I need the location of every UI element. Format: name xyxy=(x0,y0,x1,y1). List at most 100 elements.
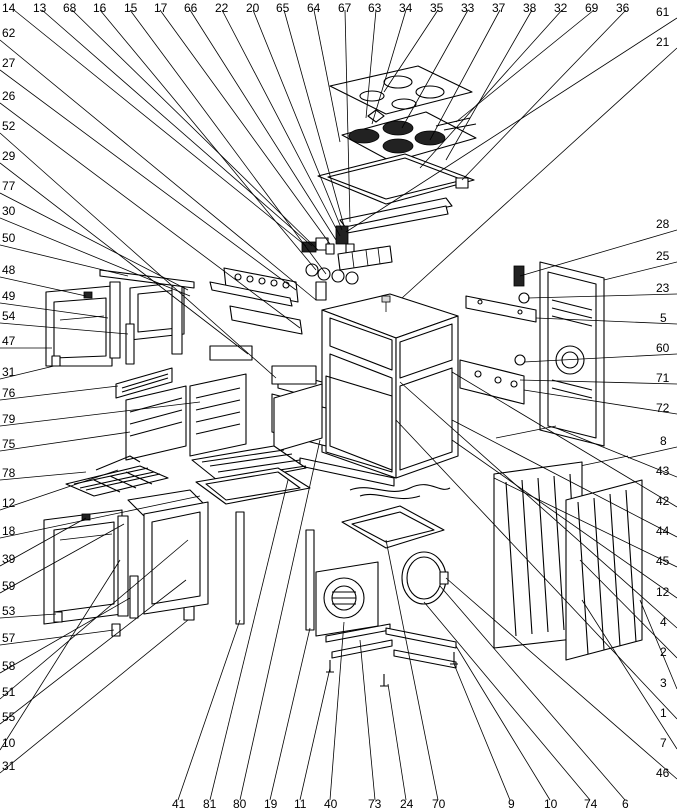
callout: 35 xyxy=(430,1,444,15)
fascia-trim xyxy=(209,281,303,335)
callout: 32 xyxy=(554,1,568,15)
side-strip-19 xyxy=(305,529,315,631)
callout: 7 xyxy=(660,736,667,750)
oven-base-plate xyxy=(341,505,445,549)
top-oven-door xyxy=(45,285,113,367)
hob-front-rail xyxy=(339,197,453,235)
callout: 57 xyxy=(2,631,16,645)
callout: 75 xyxy=(2,437,16,451)
callout: 79 xyxy=(2,412,16,426)
callout: 10 xyxy=(2,736,16,750)
callout: 6 xyxy=(622,797,629,811)
callout: 58 xyxy=(2,659,16,673)
callout: 80 xyxy=(233,797,247,811)
callout: 13 xyxy=(33,1,47,15)
shelf-rails xyxy=(115,367,187,461)
ignition-switch-parts xyxy=(301,225,355,255)
callout: 48 xyxy=(2,263,16,277)
callout: 12 xyxy=(2,496,16,510)
burner-plate xyxy=(341,109,477,163)
hob-frame xyxy=(317,153,475,205)
oven-shelf xyxy=(191,445,307,485)
callout: 72 xyxy=(656,401,670,415)
callout: 22 xyxy=(215,1,229,15)
callout: 30 xyxy=(2,204,16,218)
callout: 51 xyxy=(2,685,16,699)
baking-tray xyxy=(195,467,311,505)
callout: 64 xyxy=(307,1,321,15)
callout: 63 xyxy=(368,1,382,15)
callout: 15 xyxy=(124,1,138,15)
callout: 77 xyxy=(2,179,16,193)
liner-plate xyxy=(209,345,253,361)
callout: 25 xyxy=(656,249,670,263)
callout: 59 xyxy=(2,579,16,593)
callout: 2 xyxy=(660,645,667,659)
callout: 81 xyxy=(203,797,217,811)
rod-8 xyxy=(579,455,629,467)
callout: 33 xyxy=(461,1,475,15)
callout: 8 xyxy=(660,434,667,448)
callout: 43 xyxy=(656,464,670,478)
terminal-box xyxy=(459,354,526,405)
hob-glass-top xyxy=(329,65,473,115)
right-labels: 61 21 28 25 23 5 60 71 72 8 43 42 44 45 … xyxy=(656,5,670,780)
callout: 60 xyxy=(656,341,670,355)
callout: 69 xyxy=(585,1,599,15)
callout: 47 xyxy=(2,334,16,348)
callout: 41 xyxy=(172,797,186,811)
callout: 46 xyxy=(656,766,670,780)
callout: 18 xyxy=(2,524,16,538)
door-clip xyxy=(53,611,63,623)
callout: 44 xyxy=(656,524,670,538)
callout: 61 xyxy=(656,5,670,19)
feet xyxy=(326,652,458,687)
callout: 55 xyxy=(2,710,16,724)
rear-bracket xyxy=(465,295,537,323)
callout: 62 xyxy=(2,26,16,40)
callout: 52 xyxy=(2,119,16,133)
main-door-glass xyxy=(127,489,209,615)
callout: 67 xyxy=(338,1,352,15)
callout: 16 xyxy=(93,1,107,15)
callout: 38 xyxy=(523,1,537,15)
bottom-labels: 41 81 80 19 11 40 73 24 70 9 10 74 6 xyxy=(172,797,629,811)
callout: 3 xyxy=(660,676,667,690)
callout: 26 xyxy=(2,89,16,103)
leader-lines xyxy=(0,9,677,801)
callout: 76 xyxy=(2,386,16,400)
callout: 21 xyxy=(656,35,670,49)
control-panel-fascia xyxy=(223,267,327,303)
callout: 50 xyxy=(2,231,16,245)
callout: 53 xyxy=(2,604,16,618)
callout: 24 xyxy=(400,797,414,811)
callout: 23 xyxy=(656,281,670,295)
callout: 27 xyxy=(2,56,16,70)
callout: 65 xyxy=(276,1,290,15)
callout: 19 xyxy=(264,797,278,811)
callout: 29 xyxy=(2,149,16,163)
callout: 10 xyxy=(544,797,558,811)
switch-block xyxy=(337,245,393,271)
side-panel-inner xyxy=(565,479,643,661)
callout: 11 xyxy=(294,797,307,811)
callout: 5 xyxy=(660,311,667,325)
callout: 73 xyxy=(368,797,382,811)
callout: 40 xyxy=(324,797,338,811)
fan-housing xyxy=(315,561,379,637)
callout: 39 xyxy=(2,552,16,566)
oven-side-liner xyxy=(273,383,323,453)
callout: 71 xyxy=(656,371,670,385)
callout: 70 xyxy=(432,797,446,811)
grill-shelf xyxy=(65,455,169,497)
callout: 28 xyxy=(656,217,670,231)
callout: 31 xyxy=(2,365,16,379)
callout: 17 xyxy=(154,1,168,15)
callout: 4 xyxy=(660,615,667,629)
side-rack xyxy=(189,373,247,457)
callout: 42 xyxy=(656,494,670,508)
callout: 45 xyxy=(656,554,670,568)
main-oven-door xyxy=(43,509,123,625)
grill-plate xyxy=(271,365,317,385)
